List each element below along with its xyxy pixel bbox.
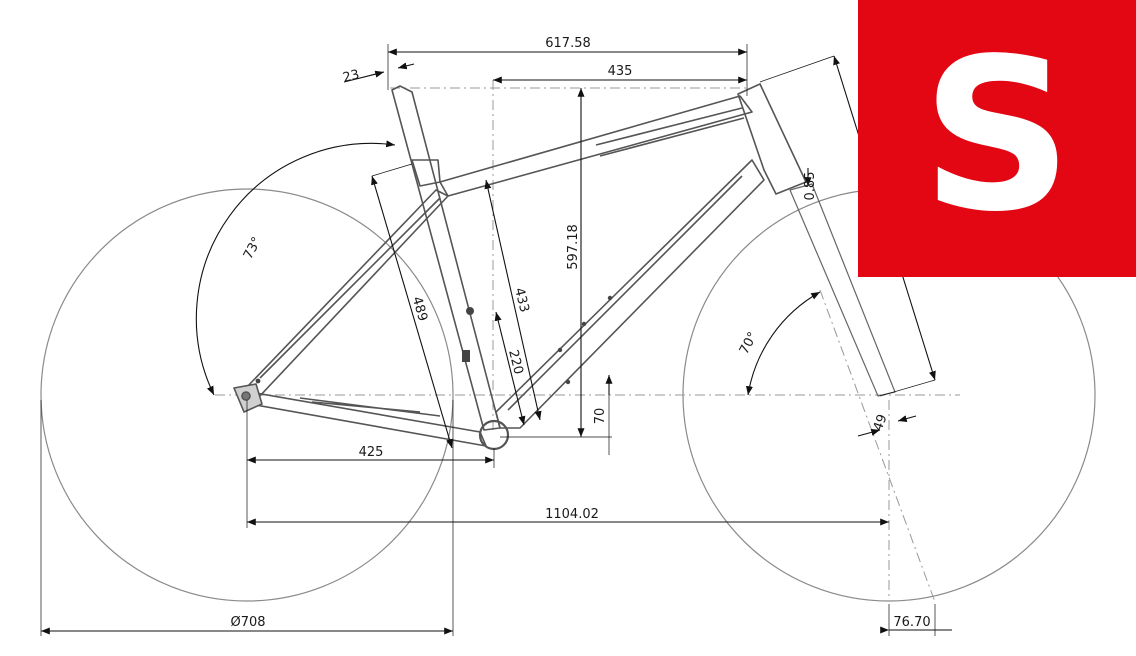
dim-stack: 597.18 <box>566 224 581 270</box>
dim-head-tube-angle: 70° <box>737 330 761 357</box>
dim-head-tube-partial: 0.85 <box>803 172 818 201</box>
dim-chainstay: 425 <box>359 445 384 460</box>
head-tube <box>737 83 807 195</box>
seat-tube <box>391 85 501 431</box>
dimension-labels: 617.58 435 23 73° 70° 597.18 489 433 220… <box>230 36 930 630</box>
center-lines <box>215 80 960 603</box>
dim-bb-drop: 70 <box>593 408 608 425</box>
dim-seat-tube-angle: 73° <box>241 235 265 262</box>
dim-wheel-diameter: Ø708 <box>230 615 265 630</box>
dim-trail: 76.70 <box>893 615 930 630</box>
dim-bottle-mount: 220 <box>505 348 526 376</box>
frame-size-label: S <box>921 12 1073 258</box>
chain-stay <box>249 391 487 447</box>
dim-wheelbase: 1104.02 <box>545 507 599 522</box>
dim-effective-top-tube: 617.58 <box>545 36 591 51</box>
frame-size-badge: S <box>858 0 1136 277</box>
dim-seat-angle-offset: 23 <box>341 67 361 86</box>
dim-fork-offset: 49 <box>871 412 891 433</box>
frame <box>233 83 896 451</box>
dim-reach: 435 <box>608 64 633 79</box>
top-tube <box>439 95 753 197</box>
dimension-lines <box>40 44 952 636</box>
dim-seat-tube-length: 489 <box>409 295 430 323</box>
dim-seat-tube-to-mount: 433 <box>511 286 532 314</box>
down-tube <box>495 159 765 429</box>
